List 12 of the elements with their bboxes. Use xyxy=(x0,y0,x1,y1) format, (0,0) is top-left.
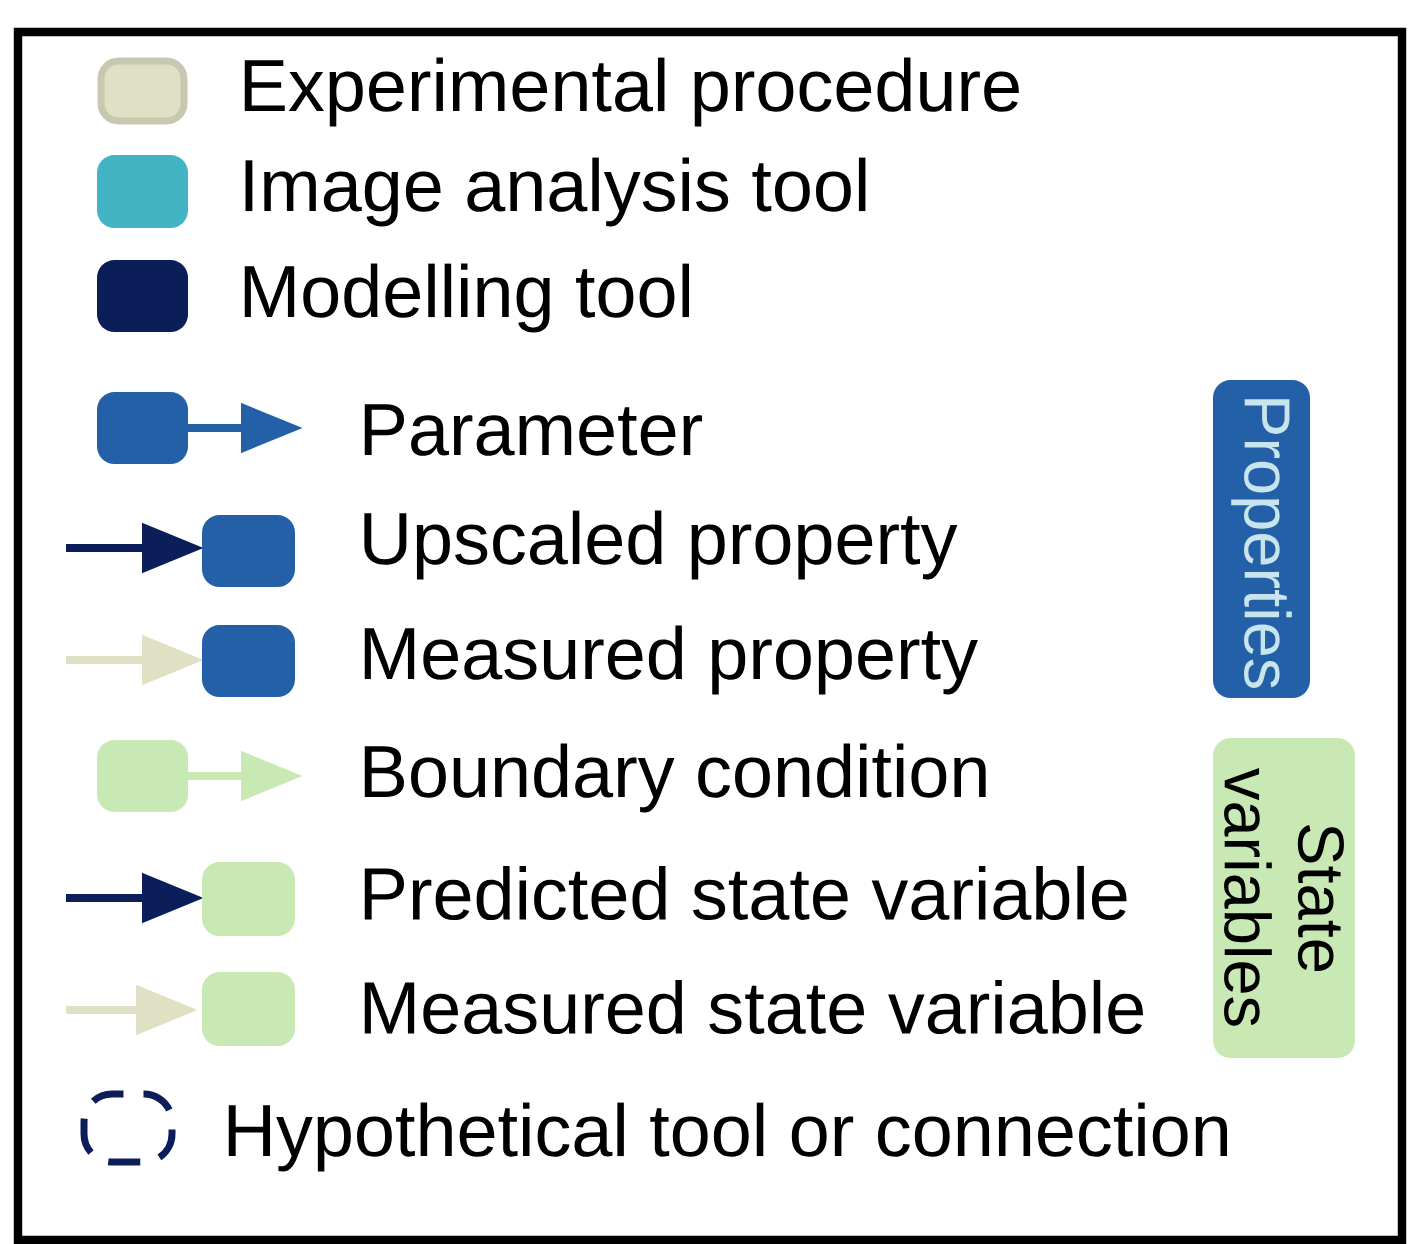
label-band: State variables xyxy=(1213,738,1355,1058)
legend-text: Modelling tool xyxy=(244,263,689,333)
legend-text: Boundary condition xyxy=(364,743,986,813)
label-band: Properties xyxy=(1213,380,1310,698)
legend-text: Measured state variable xyxy=(364,979,1143,1035)
legend-text: Image analysis tool xyxy=(245,157,866,227)
legend-text: Parameter xyxy=(364,404,703,456)
legend-text: Measured property xyxy=(364,625,978,695)
legend-text: Experimental procedure xyxy=(244,57,1019,127)
legend-text: Hypothetical tool or connection xyxy=(228,1102,1227,1172)
legend-text: Upscaled property xyxy=(364,510,958,580)
legend-text: Predicted state variable xyxy=(364,865,1127,921)
